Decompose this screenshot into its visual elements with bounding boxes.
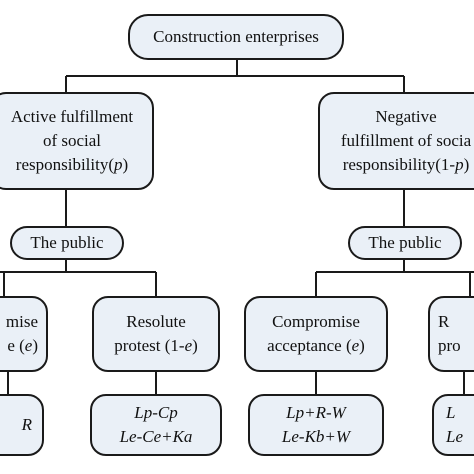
left-branch-line-1: Active fulfillment [10,107,134,126]
strategy-rl-line-1: Compromise [272,312,360,331]
strategy-ll-node: mise e (e) [0,296,48,372]
right-branch-node: Negative fulfillment of socia responsibi… [318,92,474,190]
strategy-rr-node: R pro [428,296,474,372]
strategy-lr-node: Resolute protest (1-e) [92,296,220,372]
strategy-ll-line-2: e (e) [7,336,38,355]
strategy-rr-line-2: pro [438,336,461,355]
root-node: Construction enterprises [128,14,344,60]
strategy-rl-node: Compromise acceptance (e) [244,296,388,372]
payoff-rl-line-1: Lp+R-W [286,403,346,422]
strategy-ll-line-1: mise [5,312,38,331]
strategy-rl-line-2: acceptance (e) [267,336,365,355]
strategy-rr-line-1: R [438,312,450,331]
strategy-lr-line-2: protest (1-e) [114,336,198,355]
strategy-lr-line-1: Resolute [126,312,186,331]
public-right-label: The public [368,233,442,252]
root-label: Construction enterprises [153,27,319,46]
payoff-rr-line-1: L [446,403,456,422]
left-branch-node: Active fulfillment of social responsibil… [0,92,154,190]
payoff-lr-node: Lp-Cp Le-Ce+Ka [90,394,222,456]
public-left-node: The public [10,226,124,260]
payoff-rl-node: Lp+R-W Le-Kb+W [248,394,384,456]
payoff-ll-line-1: R [21,415,32,434]
left-branch-line-2: of social [42,131,102,150]
payoff-rl-line-2: Le-Kb+W [281,427,351,446]
payoff-ll-node: R [0,394,44,456]
left-branch-line-3: responsibility(p) [15,155,129,174]
right-branch-line-3: responsibility(1-p) [342,155,470,174]
payoff-rr-line-2: Le [446,427,463,446]
payoff-rr-node: L Le [432,394,474,456]
public-left-label: The public [30,233,104,252]
payoff-lr-line-1: Lp-Cp [134,403,178,422]
right-branch-line-1: Negative [375,107,437,126]
public-right-node: The public [348,226,462,260]
right-branch-line-2: fulfillment of socia [340,131,472,150]
payoff-lr-line-2: Le-Ce+Ka [119,427,193,446]
